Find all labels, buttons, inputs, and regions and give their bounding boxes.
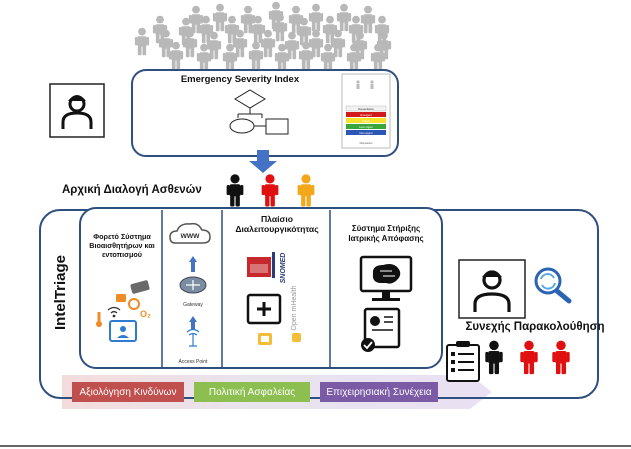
governance-bar: Αξιολόγηση Κινδύνων bbox=[72, 382, 184, 402]
esi-card-row-label: Urgent bbox=[362, 119, 370, 123]
refresh-search-icon bbox=[534, 267, 572, 304]
interoperability-label: Πλαίσιο Διαλειτουργικότητας bbox=[235, 214, 319, 234]
esi-card-row-label: Emergent bbox=[360, 113, 372, 117]
monitoring-label: Συνεχής Παρακολούθηση bbox=[465, 321, 605, 333]
patient-icon bbox=[374, 15, 390, 44]
esi-flowchart bbox=[229, 89, 289, 135]
gateway-icon bbox=[179, 276, 207, 294]
snomed-logo bbox=[247, 252, 275, 278]
patient-icon bbox=[134, 27, 150, 56]
esi-card bbox=[341, 73, 391, 149]
inteltriage-label: IntelTriage bbox=[52, 254, 69, 330]
brain-monitor-icon bbox=[359, 255, 413, 301]
report-check-icon bbox=[361, 307, 401, 352]
gateway-label: Gateway bbox=[183, 302, 203, 308]
up-arrow-icon bbox=[189, 316, 197, 330]
governance-bar: Επιχειρησιακή Συνέχεια bbox=[320, 382, 438, 402]
monitoring-doctor-icon bbox=[458, 259, 526, 319]
person-icon-red bbox=[552, 340, 570, 375]
esi-card-row-label: Non-urgent bbox=[360, 131, 373, 135]
open-mhealth-logo bbox=[258, 333, 301, 345]
tablet-plus-icon bbox=[246, 293, 282, 325]
inner-frame bbox=[79, 207, 443, 369]
snomed-label: SNOMED bbox=[280, 253, 287, 284]
esi-card-row-label: Less urgent bbox=[359, 125, 373, 129]
wearables-label: Φορετό Σύστημα Βιοαισθητήρων και εντοπισ… bbox=[89, 232, 155, 259]
wearable-sensors-icons bbox=[96, 280, 150, 342]
triage-label: Αρχική Διαλογή Ασθενών bbox=[62, 184, 202, 196]
governance-bar: Πολιτική Ασφαλείας bbox=[194, 382, 310, 402]
person-icon-black bbox=[485, 340, 503, 375]
cloud-icon bbox=[169, 222, 211, 244]
person-icon-red bbox=[520, 340, 538, 375]
up-arrow-icon bbox=[189, 256, 197, 272]
open-mhealth-label: Open mHealth bbox=[291, 285, 298, 330]
dss-label: Σύστημα Στήριξης Ιατρικής Απόφασης bbox=[348, 224, 424, 243]
access-point-label: Access Point bbox=[179, 359, 209, 365]
www-label: www bbox=[180, 231, 200, 240]
clipboard-icon bbox=[446, 341, 480, 382]
patient-crowd bbox=[134, 1, 392, 72]
down-arrow bbox=[249, 150, 277, 173]
patient-icon bbox=[222, 43, 238, 72]
patient-icon bbox=[308, 3, 324, 32]
person-icon-red bbox=[261, 174, 279, 207]
person-icon-orange bbox=[297, 174, 315, 207]
esi-card-footer: Disposition bbox=[360, 141, 373, 145]
esi-title: Emergency Severity Index bbox=[180, 74, 300, 85]
access-point-icon bbox=[186, 328, 200, 347]
doctor-icon bbox=[49, 83, 105, 138]
patient-icon bbox=[320, 43, 336, 72]
esi-card-row-label: Resuscitation bbox=[358, 107, 374, 111]
o2-label: O₂ bbox=[140, 309, 151, 319]
